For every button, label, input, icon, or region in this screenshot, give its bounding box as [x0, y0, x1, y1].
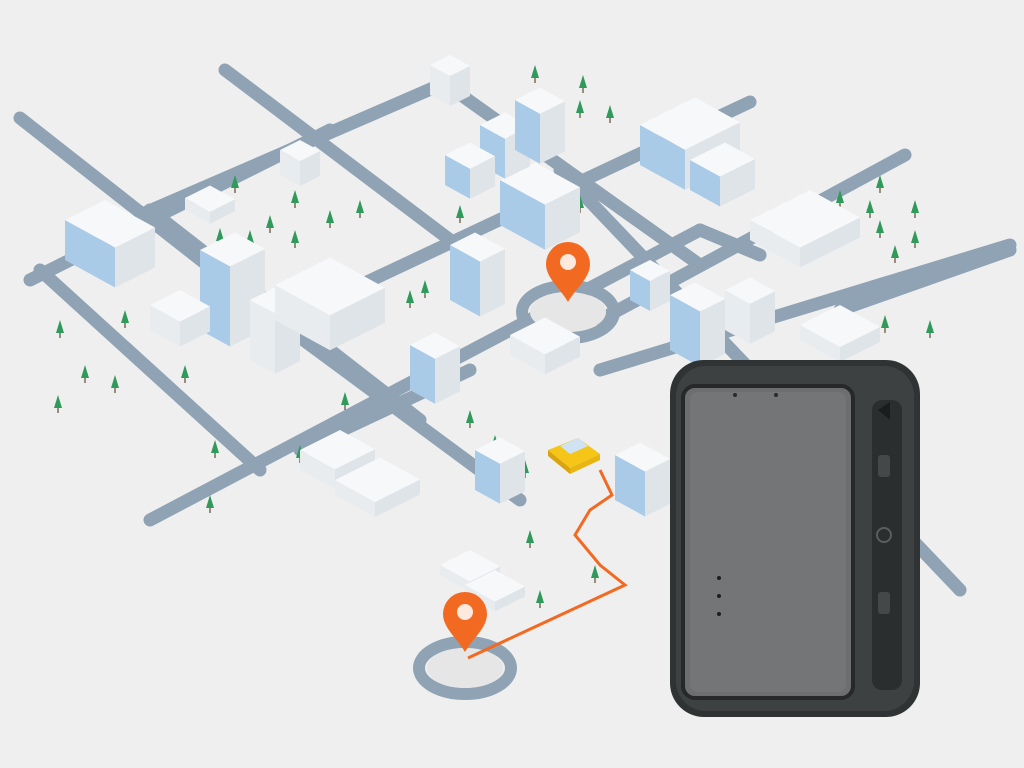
- tree: [606, 105, 614, 118]
- building: [725, 277, 775, 344]
- tree: [926, 320, 934, 333]
- tree: [591, 565, 599, 578]
- road: [693, 223, 767, 262]
- tree: [181, 365, 189, 378]
- tree: [576, 100, 584, 113]
- status-dot: [717, 612, 721, 616]
- building: [410, 332, 460, 404]
- lanyard-slot: [878, 402, 890, 420]
- tree: [876, 175, 884, 188]
- building: [430, 55, 470, 106]
- status-dot: [717, 576, 721, 580]
- building: [800, 305, 880, 362]
- tree: [579, 75, 587, 88]
- road: [833, 243, 1017, 317]
- map-pin-icon: [546, 242, 590, 302]
- tree: [891, 245, 899, 258]
- tree: [526, 530, 534, 543]
- building: [510, 317, 580, 375]
- building: [615, 442, 670, 517]
- tree: [531, 65, 539, 78]
- led-indicator: [733, 393, 737, 397]
- tree: [111, 375, 119, 388]
- building: [670, 282, 725, 367]
- road: [218, 63, 477, 262]
- building: [450, 232, 505, 317]
- tree: [881, 315, 889, 328]
- buildings: [65, 55, 880, 612]
- building: [335, 457, 420, 517]
- tree: [341, 392, 349, 405]
- roundabout-center: [427, 648, 503, 688]
- power-button-icon: [876, 527, 892, 543]
- building: [500, 162, 580, 250]
- building: [690, 142, 755, 207]
- tree: [836, 190, 844, 203]
- tree: [456, 205, 464, 218]
- tree: [121, 310, 129, 323]
- tree: [866, 200, 874, 213]
- tree: [421, 280, 429, 293]
- tree: [56, 320, 64, 333]
- building: [185, 185, 235, 224]
- tree: [536, 590, 544, 603]
- tree: [911, 200, 919, 213]
- tree: [876, 220, 884, 233]
- tree: [81, 365, 89, 378]
- tree: [291, 190, 299, 203]
- building: [515, 87, 565, 164]
- tree: [216, 228, 224, 241]
- building: [275, 257, 385, 351]
- building: [630, 260, 670, 311]
- route-line: [467, 469, 628, 660]
- tree: [266, 215, 274, 228]
- tree: [356, 200, 364, 213]
- taxi-icon: [548, 438, 600, 474]
- map-pin-icon: [443, 592, 487, 652]
- tree: [291, 230, 299, 243]
- tree: [231, 175, 239, 188]
- building: [750, 190, 860, 268]
- tree: [326, 210, 334, 223]
- building: [280, 140, 320, 186]
- building: [150, 290, 210, 347]
- tree: [211, 440, 219, 453]
- side-button: [878, 455, 890, 477]
- road: [593, 238, 1017, 377]
- status-dot: [717, 594, 721, 598]
- usb-port: [878, 592, 890, 614]
- building: [475, 437, 525, 504]
- road: [33, 263, 267, 477]
- roundabouts: [413, 280, 620, 700]
- building: [445, 142, 495, 199]
- tree: [54, 395, 62, 408]
- led-indicator: [774, 393, 778, 397]
- tree: [466, 410, 474, 423]
- tree: [406, 290, 414, 303]
- building: [65, 200, 155, 288]
- tree: [911, 230, 919, 243]
- tree: [206, 495, 214, 508]
